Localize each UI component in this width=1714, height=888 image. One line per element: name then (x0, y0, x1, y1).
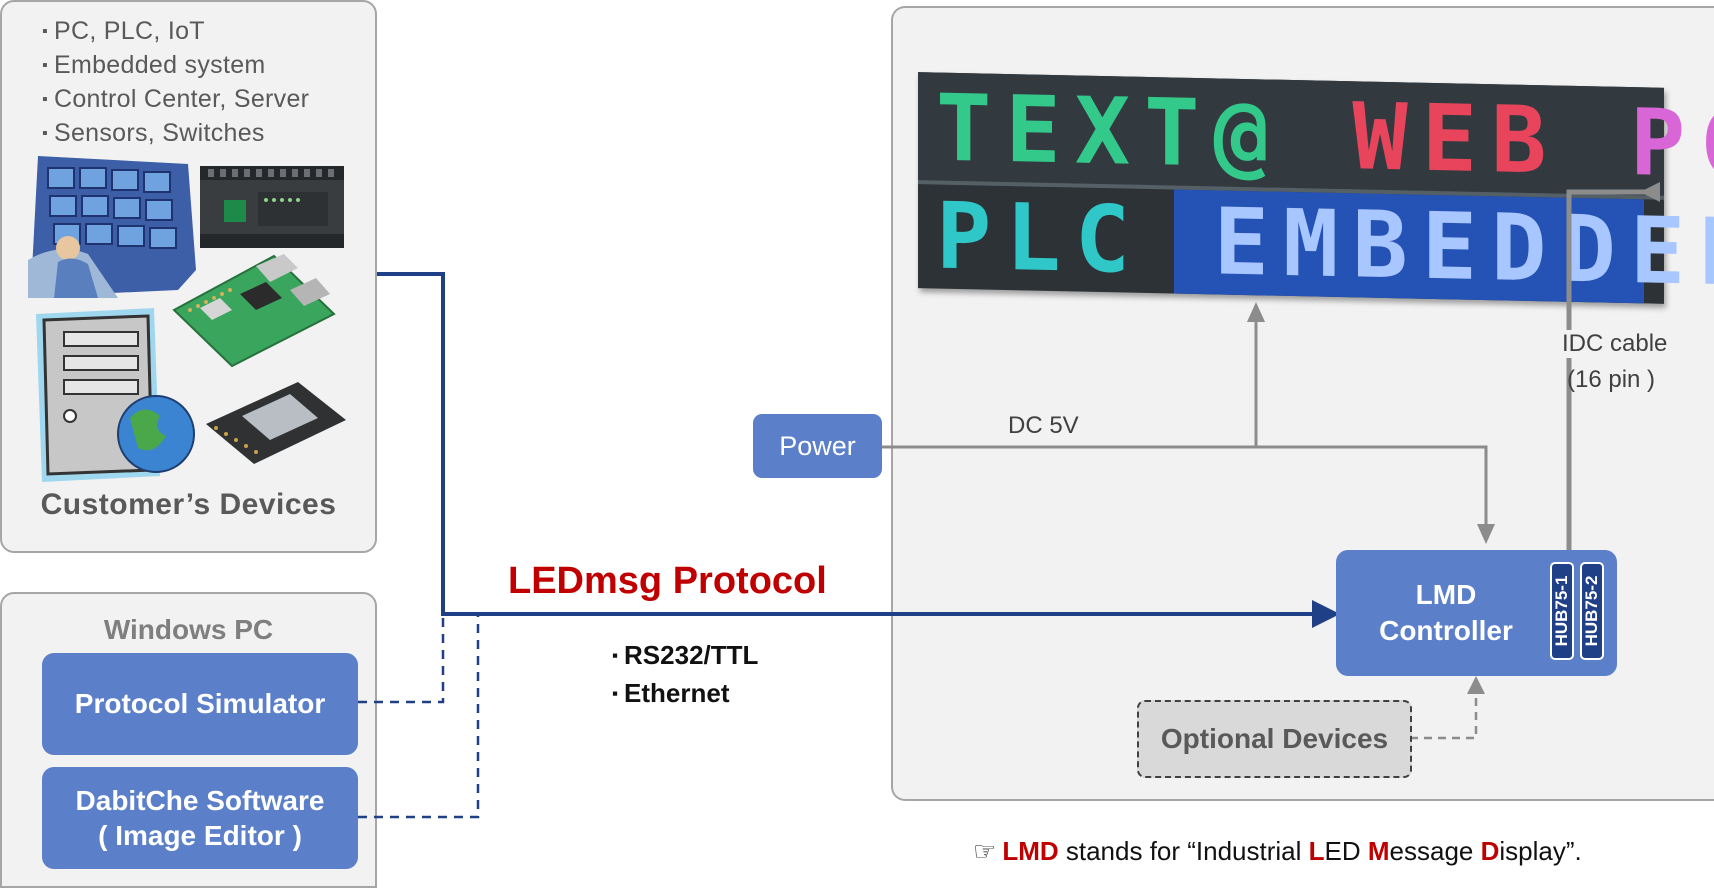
footnote-text: essage (1389, 836, 1481, 866)
footnote-text: ED (1324, 836, 1368, 866)
hub75-port-1[interactable]: HUB75-1 (1550, 562, 1574, 660)
optional-arrowhead (1467, 676, 1485, 694)
lmd-controller-label-2: Controller (1379, 615, 1513, 646)
idc-cable-label-2: (16 pin ) (1567, 366, 1656, 393)
protocol-arrowhead (1312, 600, 1340, 628)
customer-devices-panel: PC, PLC, IoT Embedded system Control Cen… (0, 0, 377, 553)
raspberry-pi-image (170, 248, 338, 368)
image-editor-label-2: ( Image Editor ) (98, 820, 302, 851)
protocol-simulator-label: Protocol Simulator (74, 688, 326, 719)
optional-devices-label: Optional Devices (1160, 723, 1389, 754)
protocol-line (377, 272, 1312, 616)
editor-dashed-line (358, 614, 480, 819)
protocol-title: LEDmsg Protocol (508, 560, 827, 602)
image-editor-label-1: DabitChe Software (75, 785, 325, 816)
dc-voltage-label: DC 5V (1008, 412, 1079, 439)
footnote-acronym: LMD (1002, 836, 1059, 866)
device-type-list: PC, PLC, IoT Embedded system Control Cen… (42, 16, 309, 152)
interface-item: Ethernet (612, 676, 758, 714)
device-type-item: PC, PLC, IoT (42, 16, 309, 50)
power-box[interactable]: Power (753, 414, 882, 478)
footnote-text: isplay”. (1499, 836, 1582, 866)
device-type-item: Control Center, Server (42, 84, 309, 118)
device-type-item: Embedded system (42, 50, 309, 84)
footnote-text: stands for “Industrial (1058, 836, 1309, 866)
lmd-controller-box[interactable]: LMD Controller (1336, 550, 1617, 676)
plc-image (198, 162, 346, 250)
control-center-image (28, 150, 200, 298)
simulator-dashed-line (358, 614, 445, 704)
footnote-letter: M (1367, 836, 1390, 866)
esp32-image (202, 376, 350, 466)
hub75-port-1-label: HUB75-1 (1552, 575, 1571, 647)
idc-cable-line (1566, 189, 1656, 562)
protocol-simulator-box[interactable]: Protocol Simulator (42, 653, 358, 755)
pointing-hand-icon: ☞ (973, 836, 997, 866)
power-label: Power (779, 430, 856, 461)
idc-cable-label-1: IDC cable (1560, 330, 1670, 358)
power-controller-arrowhead (1477, 524, 1495, 544)
customer-devices-title: Customer’s Devices (40, 488, 337, 521)
hub75-port-2[interactable]: HUB75-2 (1580, 562, 1604, 660)
lmd-controller-label: LMD Controller (1336, 577, 1556, 649)
footnote-letter: L (1308, 836, 1325, 866)
hub75-port-2-label: HUB75-2 (1582, 575, 1601, 647)
optional-devices-box[interactable]: Optional Devices (1137, 700, 1412, 778)
interface-list: RS232/TTL Ethernet (612, 638, 758, 714)
device-type-item: Sensors, Switches (42, 118, 309, 152)
footnote: ☞LMD stands for “Industrial LED Message … (973, 836, 1582, 867)
windows-pc-title: Windows PC (103, 614, 274, 645)
lmd-controller-label-1: LMD (1415, 579, 1477, 610)
idc-cable-arrowhead (1640, 182, 1660, 202)
power-display-arrowhead (1247, 302, 1265, 322)
pc-tower-image (26, 306, 200, 484)
footnote-letter: D (1480, 836, 1500, 866)
optional-dashed-line (1410, 692, 1478, 740)
image-editor-box[interactable]: DabitChe Software ( Image Editor ) (42, 767, 358, 869)
power-line (880, 445, 1488, 528)
interface-item: RS232/TTL (612, 638, 758, 676)
